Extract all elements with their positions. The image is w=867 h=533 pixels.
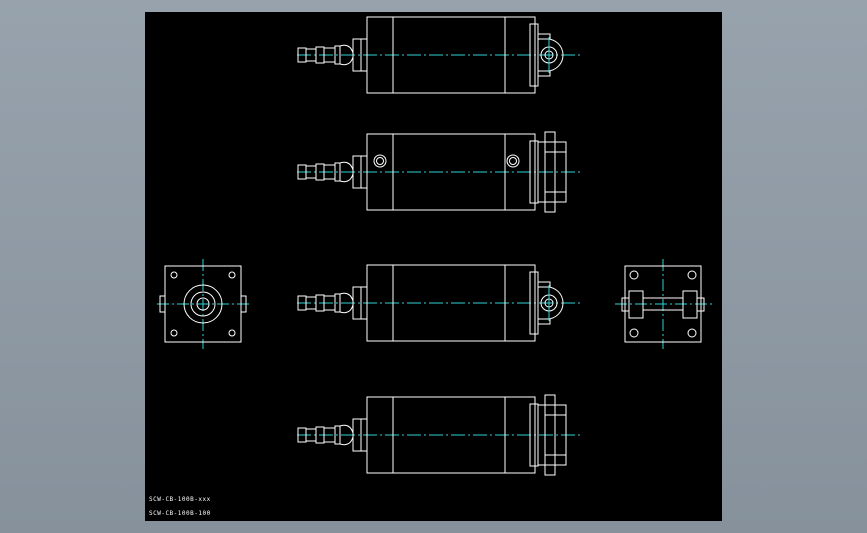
end-view-rod [157, 259, 249, 349]
end-view-trunnion [615, 259, 715, 349]
cylinder-drawing [157, 16, 715, 476]
side-view-trunnion-top [297, 131, 583, 213]
drawing-label-2: SCW-CB-100B-100 [149, 510, 211, 517]
cad-viewport[interactable]: SCW-CB-100B-xxx SCW-CB-100B-100 [145, 12, 722, 521]
side-view-trunnion-bottom [297, 394, 583, 476]
side-view-clevis-mid [297, 264, 583, 342]
drawing-label-1: SCW-CB-100B-xxx [149, 496, 211, 503]
side-view-clevis-top [297, 16, 583, 94]
